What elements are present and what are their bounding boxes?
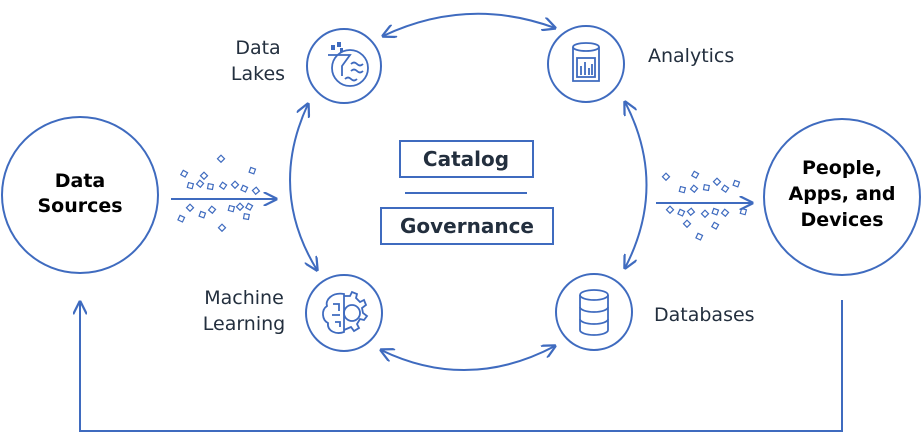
people-label-3: Devices: [800, 209, 883, 231]
analytics-label: Analytics: [648, 45, 734, 67]
arc-ml-databases: [381, 346, 555, 371]
feedback-loop-arrow: [80, 300, 843, 432]
data-sources-circle: [1, 116, 159, 274]
people-apps-devices-circle: [763, 118, 921, 276]
machine-learning-label-1: Machine: [204, 287, 284, 309]
governance-label: Governance: [400, 214, 534, 238]
databases-label: Databases: [654, 304, 755, 326]
governance-box: [380, 207, 554, 245]
catalog-box: [399, 140, 534, 178]
arc-analytics-databases: [625, 102, 648, 268]
arc-datalakes-analytics: [383, 12, 555, 36]
analytics-jar-chart-icon: [572, 42, 600, 82]
database-cylinder-icon: [579, 289, 609, 336]
analytics-circle: [547, 25, 625, 103]
brain-gear-icon: [322, 290, 369, 334]
arc-datalakes-ml: [289, 104, 317, 270]
data-lakes-label-1: Data: [235, 37, 280, 59]
data-sources-label-1: Data: [55, 170, 106, 192]
data-lakes-circle: [306, 28, 382, 104]
people-label-2: Apps, and: [789, 183, 896, 205]
catalog-label: Catalog: [423, 147, 509, 171]
data-particles-left: [177, 154, 261, 233]
data-lake-funnel-icon: [328, 42, 369, 87]
data-lakes-label-2: Lakes: [231, 63, 285, 85]
people-label-1: People,: [802, 157, 882, 179]
machine-learning-label-2: Learning: [203, 313, 286, 335]
data-sources-label-2: Sources: [37, 195, 122, 217]
data-particles-right: [661, 170, 748, 241]
